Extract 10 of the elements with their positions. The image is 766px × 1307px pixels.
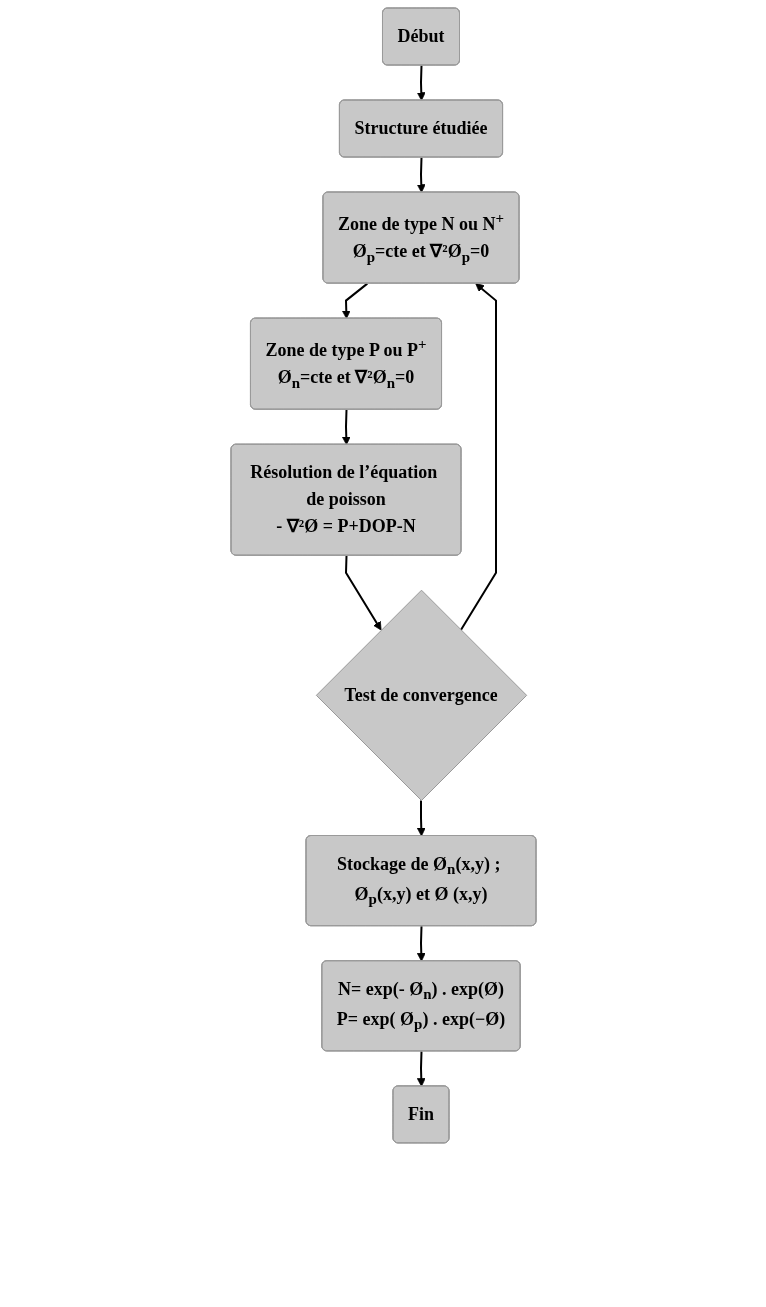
arrow	[459, 283, 497, 632]
arrow	[416, 925, 426, 962]
arrow	[416, 1050, 426, 1087]
arrow	[341, 282, 368, 319]
arrow	[344, 554, 381, 631]
arrow	[341, 408, 351, 446]
node-diamond: Test de convergence	[315, 589, 527, 801]
arrow	[416, 64, 426, 101]
arrow	[416, 799, 426, 837]
arrow	[416, 156, 426, 193]
